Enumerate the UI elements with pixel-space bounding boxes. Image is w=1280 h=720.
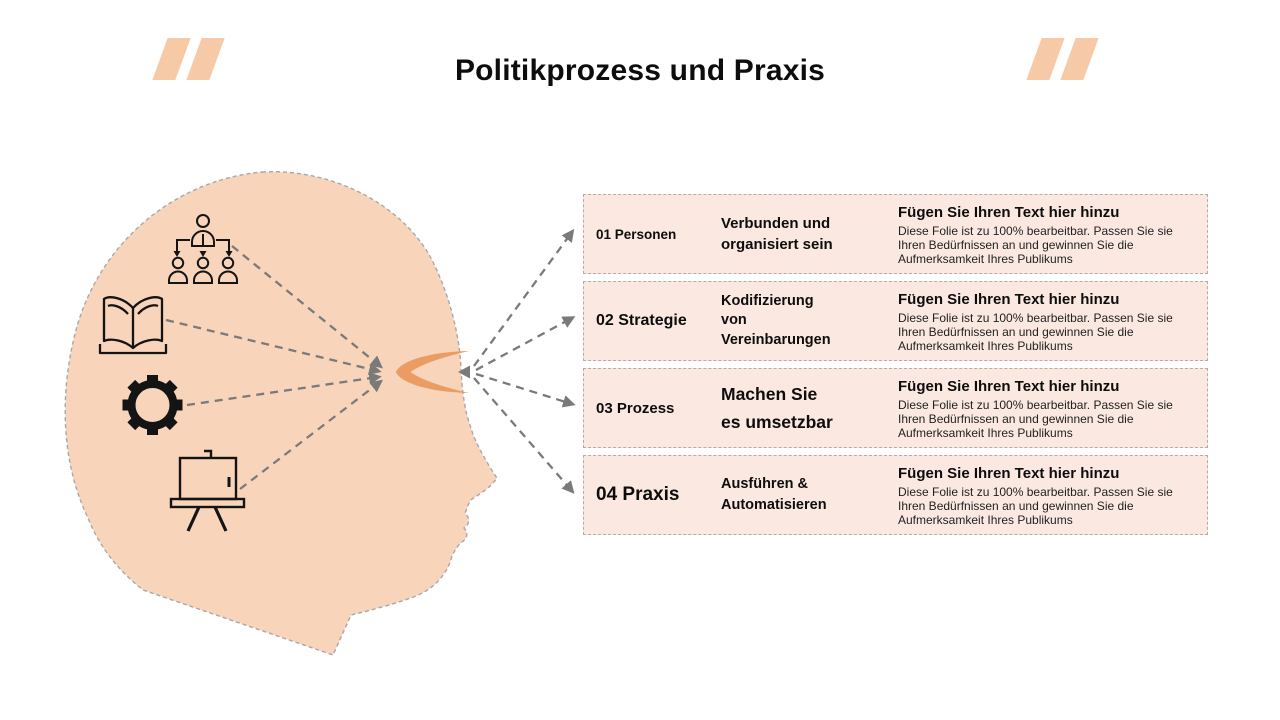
row-placeholder: Fügen Sie Ihren Text hier hinzu Diese Fo… (898, 456, 1207, 534)
easel-icon (169, 449, 246, 532)
row-label: 03 Prozess (596, 399, 675, 417)
eye-accent-shape (396, 351, 469, 393)
row-praxis: 04 Praxis Ausführen & Automatisieren Füg… (583, 455, 1208, 535)
row-placeholder: Fügen Sie Ihren Text hier hinzu Diese Fo… (898, 282, 1207, 360)
row-placeholder: Fügen Sie Ihren Text hier hinzu Diese Fo… (898, 369, 1207, 447)
connector-lines-out (473, 228, 576, 494)
connector-lines-in (165, 245, 384, 490)
row-prozess: 03 Prozess Machen Sie es umsetzbar Fügen… (583, 368, 1208, 448)
head-silhouette (64, 171, 498, 656)
row-statement: Ausführen & Automatisieren (721, 476, 827, 513)
placeholder-heading: Fügen Sie Ihren Text hier hinzu (898, 378, 1120, 395)
placeholder-body: Diese Folie ist zu 100% bearbeitbar. Pas… (898, 398, 1173, 441)
placeholder-heading: Fügen Sie Ihren Text hier hinzu (898, 204, 1120, 221)
slide-title: Politikprozess und Praxis (454, 54, 826, 88)
gear-icon (122, 375, 183, 435)
placeholder-body: Diese Folie ist zu 100% bearbeitbar. Pas… (898, 485, 1173, 528)
back-arrowhead (458, 365, 470, 379)
placeholder-body: Diese Folie ist zu 100% bearbeitbar. Pas… (898, 311, 1173, 354)
placeholder-heading: Fügen Sie Ihren Text hier hinzu (898, 291, 1120, 308)
row-statement: Machen Sie es umsetzbar (721, 383, 833, 432)
placeholder-body: Diese Folie ist zu 100% bearbeitbar. Pas… (898, 224, 1173, 267)
row-personen: 01 Personen Verbunden und organisiert se… (583, 194, 1208, 274)
row-statement: Kodifizierung von Vereinbarungen (721, 292, 831, 348)
placeholder-heading: Fügen Sie Ihren Text hier hinzu (898, 465, 1120, 482)
row-placeholder: Fügen Sie Ihren Text hier hinzu Diese Fo… (898, 195, 1207, 273)
org-chart-icon (168, 214, 238, 284)
open-book-icon (98, 296, 168, 355)
row-label: 04 Praxis (596, 484, 680, 505)
row-statement: Verbunden und organisiert sein (721, 214, 833, 253)
row-label: 02 Strategie (596, 312, 687, 329)
row-strategie: 02 Strategie Kodifizierung von Vereinbar… (583, 281, 1208, 361)
row-label: 01 Personen (596, 226, 677, 242)
